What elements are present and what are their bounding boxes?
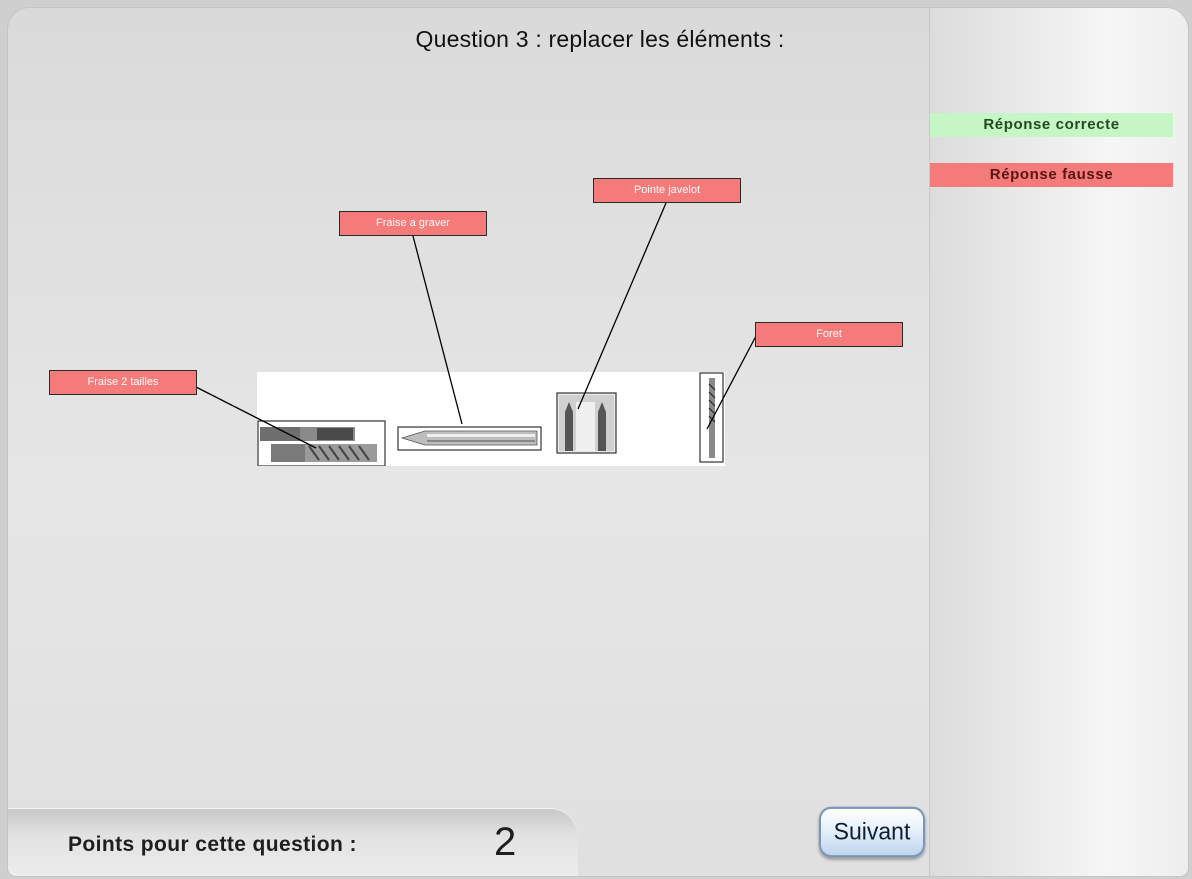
legend-wrong-answer: Réponse fausse xyxy=(930,163,1173,187)
draggable-label-pointe-javelot[interactable]: Pointe javelot xyxy=(593,178,741,203)
draggable-label-fraise-2-tailles[interactable]: Fraise 2 tailles xyxy=(49,370,197,395)
question-header: Question 3 : replacer les éléments : xyxy=(0,0,1192,60)
fraise-a-graver-icon xyxy=(397,426,542,451)
tools-illustration xyxy=(257,372,724,467)
next-button[interactable]: Suivant xyxy=(819,806,925,858)
question-title: Question 3 : replacer les éléments : xyxy=(415,26,785,52)
score-value: 2 xyxy=(494,820,517,864)
fraise-2-tailles-icon xyxy=(257,420,386,467)
pointe-javelot-icon xyxy=(556,392,617,454)
tools-image xyxy=(257,372,725,467)
score-label: Points pour cette question : xyxy=(68,833,357,856)
draggable-label-foret[interactable]: Foret xyxy=(755,322,903,347)
legend-correct-answer: Réponse correcte xyxy=(930,113,1173,137)
score-panel xyxy=(8,808,578,876)
legend-panel xyxy=(929,8,1188,876)
draggable-label-fraise-a-graver[interactable]: Fraise a graver xyxy=(339,211,487,236)
foret-icon xyxy=(699,372,724,463)
